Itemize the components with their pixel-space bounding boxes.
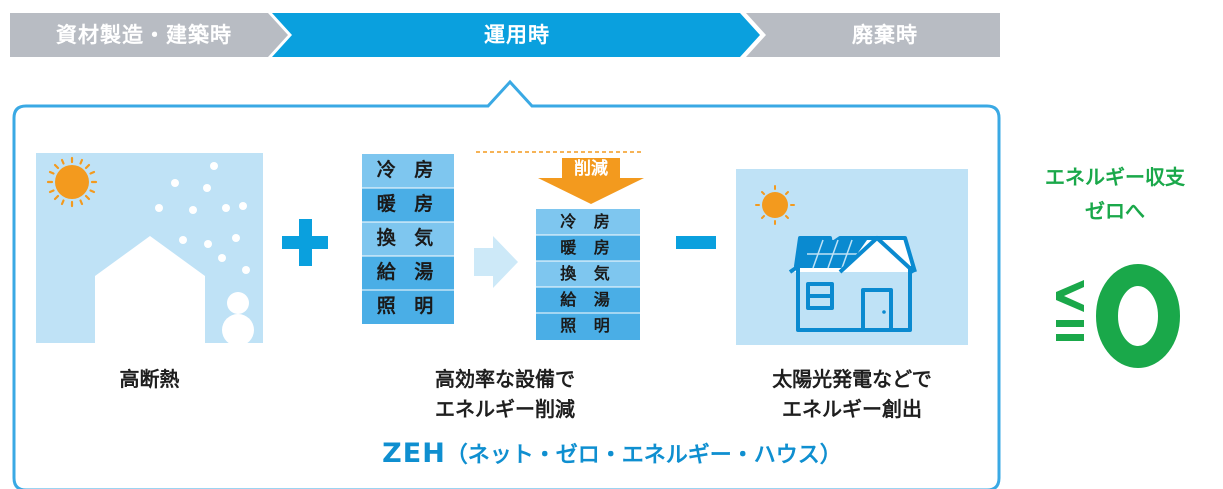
solar-house-icon bbox=[788, 236, 917, 332]
result-title-line-1: エネルギー収支 bbox=[1045, 165, 1185, 189]
house-silhouette bbox=[95, 236, 205, 343]
zeh-title: ZEH（ネット・ゼロ・エネルギー・ハウス） bbox=[262, 437, 962, 473]
before-item-hot-water: 給 湯 bbox=[376, 261, 440, 283]
after-item-lighting: 照 明 bbox=[560, 316, 616, 335]
result-title: エネルギー収支 ゼロへ bbox=[1010, 160, 1220, 228]
zeh-fullname: （ネット・ゼロ・エネルギー・ハウス） bbox=[445, 443, 842, 468]
result-title-line-2: ゼロへ bbox=[1085, 199, 1145, 223]
before-item-cooling: 冷 房 bbox=[376, 159, 440, 181]
reduce-arrow bbox=[538, 158, 644, 204]
after-item-cooling: 冷 房 bbox=[560, 212, 616, 231]
phase-label-operation: 運用時 bbox=[484, 23, 550, 47]
phase-chevron-disposal bbox=[746, 13, 1000, 57]
after-stack bbox=[536, 209, 640, 340]
sun-icon-small bbox=[755, 185, 795, 225]
efficiency-caption-line-2: エネルギー削減 bbox=[435, 397, 575, 421]
after-item-heating: 暖 房 bbox=[560, 238, 616, 257]
solar-caption-line-2: エネルギー創出 bbox=[782, 397, 922, 421]
phase-chevron-operation bbox=[272, 13, 760, 57]
efficiency-caption: 高効率な設備で エネルギー削減 bbox=[360, 364, 650, 424]
before-stack bbox=[362, 154, 454, 324]
before-item-lighting: 照 明 bbox=[376, 295, 440, 317]
minus-operator bbox=[676, 236, 716, 249]
reduce-label: 削減 bbox=[574, 159, 608, 179]
snowflakes bbox=[155, 162, 250, 274]
zero-digit bbox=[1096, 264, 1180, 368]
less-equal-symbol bbox=[1056, 280, 1084, 341]
insulation-caption: 高断熱 bbox=[119, 367, 180, 391]
phase-label-disposal: 廃棄時 bbox=[852, 23, 918, 47]
snowman bbox=[222, 292, 254, 346]
after-item-ventilation: 換 気 bbox=[560, 264, 616, 283]
after-item-hot-water: 給 湯 bbox=[560, 290, 616, 309]
zeh-acronym: ZEH bbox=[382, 438, 446, 469]
phase-chevron-construction bbox=[10, 13, 288, 57]
before-item-heating: 暖 房 bbox=[376, 193, 440, 215]
sun-icon bbox=[46, 156, 98, 208]
phase-label-construction: 資材製造・建築時 bbox=[56, 23, 232, 47]
plus-operator bbox=[282, 219, 328, 266]
solar-caption: 太陽光発電などで エネルギー創出 bbox=[716, 364, 988, 424]
efficiency-caption-line-1: 高効率な設備で bbox=[435, 367, 575, 391]
before-item-ventilation: 換 気 bbox=[376, 227, 440, 249]
solar-caption-line-1: 太陽光発電などで bbox=[772, 367, 932, 391]
transition-arrow bbox=[474, 236, 518, 288]
